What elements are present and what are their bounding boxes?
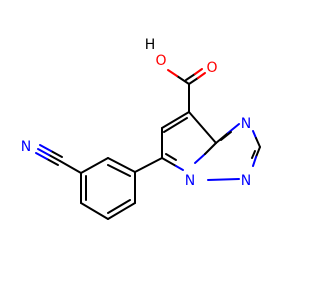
bond-c8a-c8 <box>188 111 217 144</box>
bond-triple-2 <box>50 150 63 158</box>
bond-c6-c1 <box>134 157 163 173</box>
bond-c9-o-1 <box>188 77 199 85</box>
bond-c9-o-1-red <box>197 72 206 79</box>
bond-c8a-n3-inner <box>220 131 232 141</box>
bond-oh-red <box>167 69 178 77</box>
structure-diagram: H O O N N N N <box>21 37 261 220</box>
bond-c5-n4 <box>175 165 184 171</box>
bond-c8-c7-inner <box>163 117 188 133</box>
atom-label-triazole-n3: N <box>241 116 251 132</box>
bond-c9-o-2 <box>185 73 196 81</box>
bond-c8a-n3-blue <box>227 123 240 134</box>
bond-n4-c8a-blue <box>194 153 206 164</box>
bond-c4-c5 <box>80 202 109 220</box>
bond-triple-2-blue <box>39 144 52 152</box>
bond-c8-c7 <box>161 111 190 129</box>
bond-c2-n1-inner <box>251 150 256 159</box>
bond-c9-o-2-red <box>194 68 203 75</box>
bond-n1-n-bridge <box>207 178 240 181</box>
bond-n3-c2 <box>255 137 261 148</box>
bond-c6-c5 <box>161 157 177 167</box>
atom-label-triazole-n1: N <box>185 173 195 189</box>
bond-c3-cn <box>59 160 82 174</box>
atom-label-carbonyl-o: O <box>206 60 217 76</box>
bond-c1-c2 <box>107 157 136 173</box>
atom-label-triazole-n2: N <box>241 173 251 189</box>
bond-c6-c5-inner <box>165 153 177 161</box>
bond-c2-c3 <box>80 157 109 174</box>
bond-triple-1 <box>48 154 61 162</box>
bond-c2-n1-blue <box>252 156 257 167</box>
atom-label-oh: O <box>155 53 166 69</box>
bond-triple-3 <box>46 158 59 166</box>
bond-n4-c8a <box>204 142 217 155</box>
bond-c5-c6-inner <box>107 199 131 214</box>
molecule-canvas: H O O N N N N <box>21 37 261 220</box>
bond-c9-oh <box>176 75 190 85</box>
bond-triple-3-blue <box>35 152 48 160</box>
atom-label-h: H <box>145 37 156 53</box>
atom-label-nitrile-n: N <box>21 139 31 155</box>
bond-c2-n1 <box>255 146 261 158</box>
bond-n3-c2-blue <box>252 130 257 139</box>
bond-triple-1-blue <box>37 148 50 156</box>
bond-c5-c6 <box>107 202 136 220</box>
bond-c1-c2-inner <box>107 164 131 177</box>
